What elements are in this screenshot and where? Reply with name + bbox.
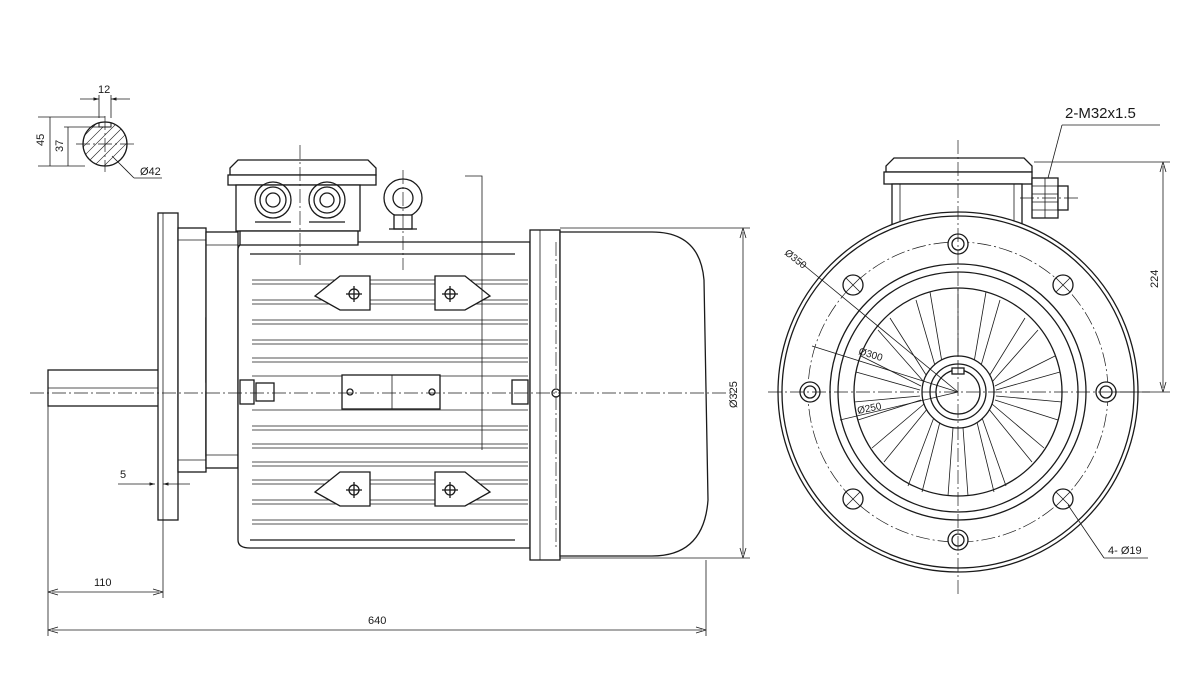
motor-front-view: 2-M32x1.5 — [768, 105, 1170, 595]
shaft-section-detail: 12 45 37 Ø42 — [35, 84, 162, 179]
motor-side-view: Ø325 5 110 640 — [30, 145, 750, 636]
shaft-diameter-label: Ø42 — [140, 166, 161, 178]
diameter-250-label: Ø250 — [856, 401, 883, 417]
height-224-label: 224 — [1149, 270, 1161, 288]
diameter-350-label: Ø350 — [782, 248, 808, 272]
keyway-width-label: 12 — [98, 84, 110, 96]
shaft-height-inner-label: 37 — [54, 140, 66, 152]
shaft-length-label: 110 — [94, 577, 112, 589]
cable-gland-label: 2-M32x1.5 — [1065, 105, 1136, 122]
shaft-height-outer-label: 45 — [35, 134, 47, 146]
diameter-325-label: Ø325 — [728, 381, 740, 408]
overall-length-label: 640 — [368, 615, 386, 627]
bolt-holes-label: 4- Ø19 — [1108, 545, 1142, 557]
flange-thickness-label: 5 — [120, 469, 126, 481]
